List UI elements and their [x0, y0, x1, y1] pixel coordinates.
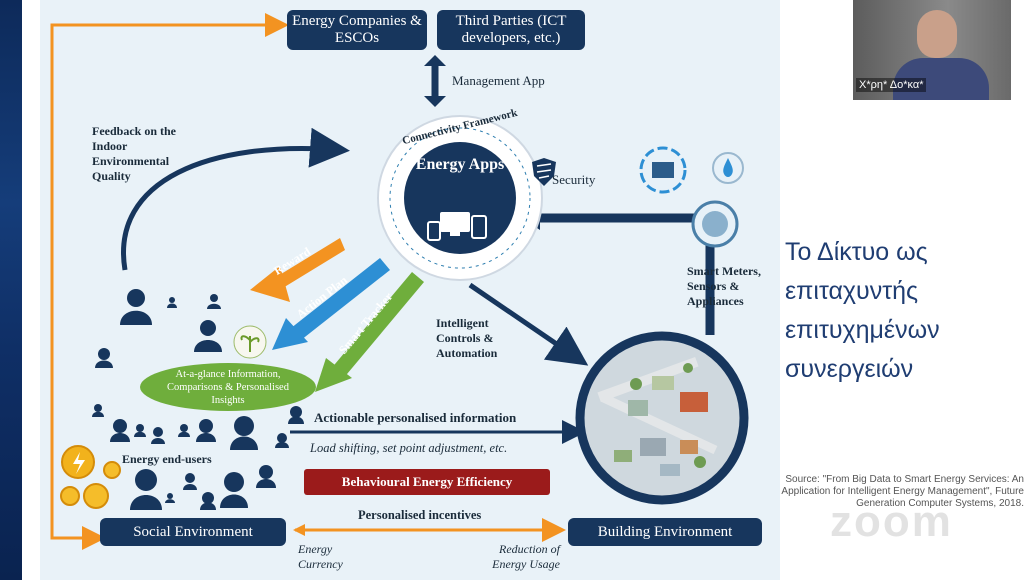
return-arrow [535, 213, 715, 335]
slide-diagram: Energy Companies & ESCOs Third Parties (… [40, 0, 780, 580]
shield-icon [532, 158, 556, 186]
third-parties-box: Third Parties (ICT developers, etc.) [437, 10, 585, 50]
action-plan-arrow [272, 258, 390, 350]
at-a-glance-label: At-a-glance Information, Comparisons & P… [167, 369, 289, 406]
security-label: Security [552, 172, 596, 187]
social-environment-box: Social Environment [100, 518, 286, 546]
insights-ellipse [140, 363, 316, 411]
third-parties-label: Third Parties (ICT developers, etc.) [455, 13, 567, 46]
behavioural-efficiency-box: Behavioural Energy Efficiency [304, 469, 550, 495]
energy-end-users-label: Energy end-users [122, 452, 212, 466]
personalised-incentives-label: Personalised incentives [358, 508, 482, 522]
building-environment-box: Building Environment [568, 518, 762, 546]
intelligent-controls-label: Intelligent Controls & Automation [436, 316, 498, 360]
energy-currency-label: Energy Currency [298, 542, 343, 571]
feedback-arrow [121, 127, 350, 271]
energy-companies-label: Energy Companies & ESCOs [292, 13, 422, 46]
diagram-graphics [50, 13, 749, 550]
people-icons [92, 289, 304, 510]
left-desktop-strip [0, 0, 22, 580]
controls-arrow [468, 282, 589, 366]
reduction-usage-label: Reduction of Energy Usage [492, 542, 560, 571]
coins-icon [60, 445, 121, 509]
building-city-illustration [575, 331, 749, 505]
slide-side-title: Το Δίκτυο ως επιταχυντής επιτυχημένων συ… [785, 238, 940, 383]
smart-tracker-arrow [315, 272, 424, 392]
smart-meters-label: Smart Meters, Sensors & Appliances [687, 264, 761, 308]
participant-name-label: X*ρη* Δο*κα* [856, 78, 927, 92]
management-app-label: Management App [452, 73, 545, 88]
energy-apps-circle [377, 115, 543, 281]
source-citation: Source: "From Big Data to Smart Energy S… [781, 474, 1024, 509]
feedback-label: Feedback on the Indoor Environmental Qua… [92, 124, 176, 183]
building-environment-label: Building Environment [597, 523, 733, 540]
behavioural-efficiency-label: Behavioural Energy Efficiency [341, 474, 513, 489]
participant-face [917, 10, 957, 58]
actionable-info-label: Actionable personalised information [314, 410, 517, 425]
participant-shirt [893, 58, 989, 100]
reward-arrow [250, 238, 345, 302]
energy-apps-label: Energy Apps [415, 156, 505, 173]
participant-video-tile[interactable] [853, 0, 1011, 100]
zoom-watermark: zoom [830, 497, 953, 546]
energy-companies-box: Energy Companies & ESCOs [287, 10, 427, 50]
load-shifting-label: Load shifting, set point adjustment, etc… [310, 441, 508, 455]
social-environment-label: Social Environment [133, 523, 253, 540]
